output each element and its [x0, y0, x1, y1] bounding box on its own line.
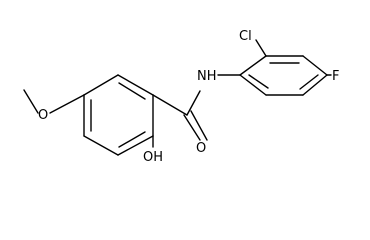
ring-carbonyl-bond — [152, 94, 188, 116]
carbonyl-double-bond-1 — [183, 114, 201, 141]
ring-a-inner-bond-2 — [118, 131, 146, 148]
ring-b-bond-6 — [239, 74, 267, 96]
carbonyl-oxygen-label: O — [196, 141, 206, 156]
hydroxyl-label: OH — [143, 150, 163, 165]
ring-b-bond-3 — [302, 55, 328, 76]
chlorine-bond — [255, 39, 267, 57]
ring-b-inner-bond-2 — [299, 74, 319, 90]
chlorofluorophenyl-ring — [239, 55, 328, 96]
ring-a-bond-5 — [117, 74, 154, 96]
ring-a-bond-6 — [83, 74, 119, 96]
amide-nitrogen-label: NH — [197, 69, 217, 84]
methoxy-o-methyl-bond — [23, 89, 39, 114]
chlorine-label: Cl — [239, 29, 252, 44]
ring-a-bond-2 — [83, 135, 119, 156]
ring-b-inner-bond-3 — [248, 74, 269, 89]
methoxyphenyl-ring — [83, 74, 154, 156]
ring-b-bond-4 — [302, 74, 328, 96]
ring-a-inner-bond-3 — [118, 82, 146, 100]
carbonyl-nitrogen-bond — [186, 90, 201, 116]
methoxy-o-ring-bond — [49, 94, 85, 114]
fluorine-label: F — [332, 69, 339, 84]
ring-b-bond-1 — [239, 55, 267, 76]
molecule-structure: Cl NH F O O OH — [23, 29, 339, 165]
carbonyl-double-bond-2 — [190, 110, 208, 141]
ring-a-bond-3 — [117, 135, 154, 156]
methoxy-oxygen-label: O — [38, 108, 48, 123]
